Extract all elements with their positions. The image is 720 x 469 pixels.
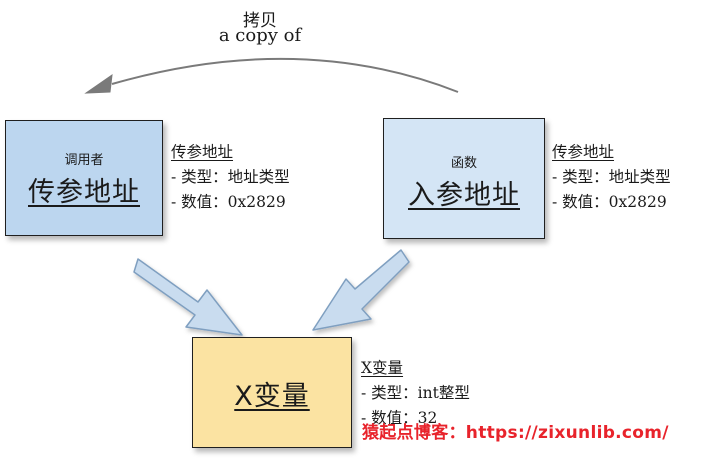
variable-note: X变量 - 类型：int整型 - 数值：32 — [361, 356, 470, 431]
caller-to-var-arrow — [133, 258, 243, 336]
watermark-text: 猿起点博客：https://zixunlib.com/ — [362, 423, 669, 443]
callee-label: 函数 — [450, 156, 477, 171]
callee-param-title: 入参地址 — [408, 180, 520, 211]
caller-param-title: 传参地址 — [28, 177, 140, 208]
variable-note-type: - 类型：int整型 — [361, 384, 470, 402]
variable-box: X变量 — [192, 337, 352, 448]
caller-note-type: - 类型：地址类型 — [171, 168, 290, 186]
arc-label-en: a copy of — [218, 25, 302, 46]
copy-arc — [111, 57, 459, 93]
callee-to-var-arrow — [312, 249, 410, 331]
callee-note-title: 传参地址 — [552, 143, 615, 161]
variable-title: X变量 — [234, 381, 310, 412]
caller-note-value: - 数值：0x2829 — [171, 193, 286, 211]
caller-note-title: 传参地址 — [171, 143, 234, 161]
callee-box: 函数 入参地址 — [383, 118, 545, 239]
callee-note-value: - 数值：0x2829 — [552, 193, 667, 211]
copy-arc-arrowhead — [84, 73, 113, 94]
callee-note: 传参地址 - 类型：地址类型 - 数值：0x2829 — [552, 140, 671, 215]
arc-label-cn: 拷贝 — [243, 11, 277, 31]
caller-label: 调用者 — [64, 153, 104, 168]
caller-note: 传参地址 - 类型：地址类型 - 数值：0x2829 — [171, 140, 290, 215]
caller-box: 调用者 传参地址 — [5, 120, 163, 236]
variable-note-title: X变量 — [361, 359, 404, 377]
variable-note-value: - 数值：32 — [361, 409, 438, 427]
callee-note-type: - 类型：地址类型 — [552, 168, 671, 186]
